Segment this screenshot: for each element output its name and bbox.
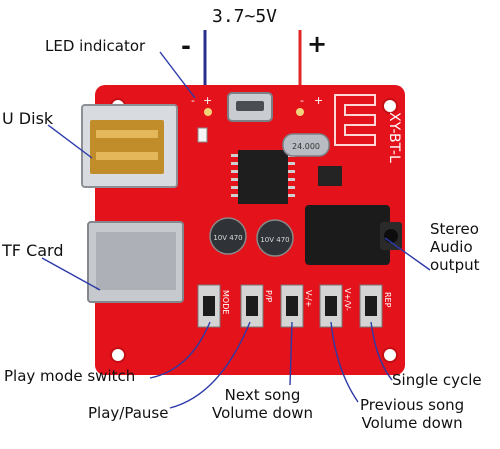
mount-hole: [382, 347, 398, 363]
usb-a-tongue: [90, 120, 164, 174]
previous-song-line: Previous song: [360, 396, 465, 414]
button-row: [197, 284, 383, 328]
led-component: [197, 127, 208, 143]
mount-hole: [110, 347, 126, 363]
leader-mode: [149, 321, 211, 379]
button-label: P/P: [264, 290, 273, 303]
leader-audio: [384, 237, 431, 271]
positive-sign: +: [307, 30, 328, 58]
button-label: V+/V-: [343, 288, 352, 311]
leader-lines: [41, 51, 431, 409]
audio-jack: [305, 205, 390, 265]
next-song-line: Next song: [224, 386, 301, 404]
usb-a-contact: [96, 130, 158, 138]
leader-udisk: [47, 124, 93, 159]
tf-card-label: TF Card: [2, 241, 64, 260]
leader-single-cycle: [370, 321, 393, 381]
pcb-antenna: [334, 94, 376, 146]
pin-mark: +: [203, 94, 212, 107]
button-label: V-/+: [304, 290, 313, 307]
leader-next: [289, 321, 293, 386]
play-pause-label: Play/Pause: [88, 404, 169, 422]
leader-playpause: [169, 321, 251, 409]
audio-line: Audio: [430, 238, 473, 256]
voltage-label: 3.7~5V: [212, 6, 278, 27]
button-cap: [365, 296, 377, 316]
solder-pad: [296, 108, 304, 116]
single-cycle-label: Single cycle: [392, 371, 482, 389]
pin-mark: -: [300, 94, 304, 107]
micro-usb-opening: [236, 101, 264, 111]
crystal-oscillator: [282, 133, 330, 157]
button-label: REP: [383, 292, 392, 308]
output-line: output: [430, 256, 480, 274]
volume-down-line: Volume down: [361, 414, 463, 432]
solder-pad: [204, 108, 212, 116]
audio-jack-hole: [384, 229, 398, 243]
bluetooth-chip: [318, 166, 342, 186]
tf-card-slot-cover: [96, 232, 176, 290]
volume-down-line: Volume down: [212, 404, 314, 422]
crystal-text: 24.000: [292, 142, 320, 151]
pin-mark: +: [314, 94, 323, 107]
button-cap: [325, 296, 337, 316]
leader-tfcard: [41, 257, 101, 291]
usb-a-contact: [96, 152, 158, 160]
button-label: MODE: [221, 290, 230, 314]
negative-sign: -: [181, 32, 191, 60]
play-mode-switch-label: Play mode switch: [4, 367, 136, 385]
capacitor-text: 10V 470: [260, 236, 289, 244]
model-marking: XY-BT-L: [386, 112, 402, 163]
u-disk-label: U Disk: [2, 109, 54, 128]
pin-mark: -: [191, 94, 195, 107]
leader-led: [159, 51, 196, 99]
capacitor-text: 10V 470: [213, 234, 242, 242]
leader-previous: [330, 321, 359, 403]
previous-song-label: Previous song Volume down: [360, 396, 464, 432]
decoder-chip: [238, 150, 288, 204]
button-cap: [246, 296, 258, 316]
stereo-audio-output-label: Stereo Audio output: [430, 220, 479, 274]
capacitor: [256, 219, 294, 257]
stereo-line: Stereo: [430, 220, 479, 238]
next-song-label: Next song Volume down: [212, 386, 313, 422]
mount-hole: [382, 98, 398, 114]
button-cap: [286, 296, 298, 316]
led-indicator-label: LED indicator: [45, 37, 146, 55]
button-cap: [203, 296, 215, 316]
capacitor: [209, 217, 247, 255]
